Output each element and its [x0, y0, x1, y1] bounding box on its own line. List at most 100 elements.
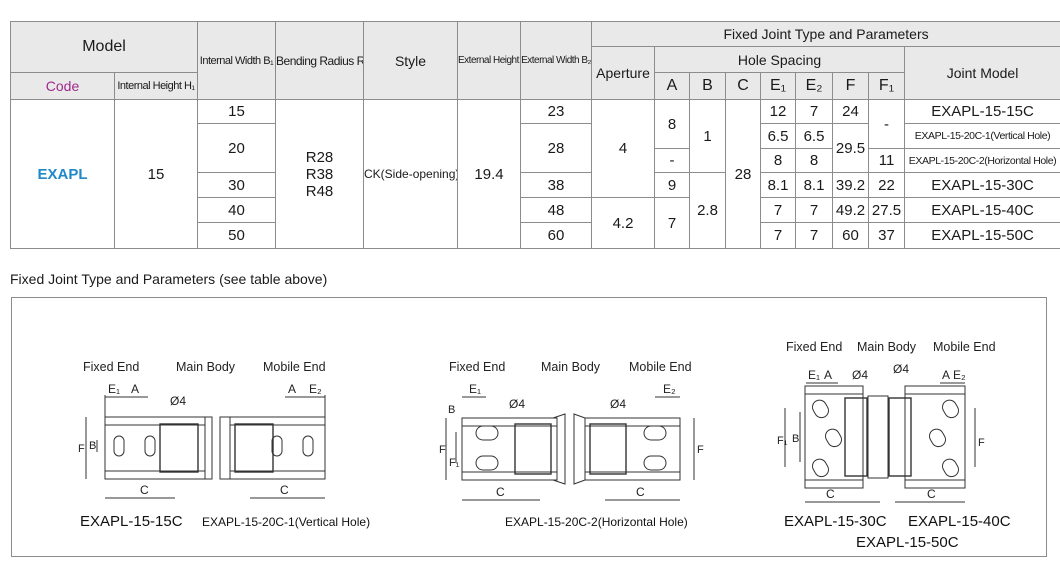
e2-cell: 7 — [795, 222, 834, 249]
label-fixed-end: Fixed End — [786, 340, 842, 354]
diagram-15c: Fixed End Main Body Mobile End E₁ A Ø4 A… — [78, 360, 370, 530]
section-title: Fixed Joint Type and Parameters (see tab… — [10, 271, 328, 287]
internal-height-header: Internal Height H₁ — [113, 72, 199, 100]
label-fixed-end: Fixed End — [449, 360, 505, 374]
col-b-header: B — [689, 72, 727, 100]
e2-cell: 6.5 — [795, 123, 834, 149]
caption-40c: EXAPL-15-40C — [908, 513, 1011, 530]
dim-phi4: Ø4 — [893, 362, 909, 376]
e1-cell: 12 — [760, 99, 797, 124]
b-cell: 2.8 — [689, 172, 727, 249]
caption-20c-1: EXAPL-15-20C-1(Vertical Hole) — [202, 515, 370, 529]
c-cell: 28 — [725, 99, 762, 249]
a-cell: 7 — [654, 197, 691, 249]
aperture-cell: 4.2 — [591, 197, 656, 249]
diagram-30c-50c: Fixed End Main Body Mobile End E₁ A Ø4 Ø… — [777, 340, 1011, 551]
b-cell: 1 — [689, 99, 727, 173]
dim-b: B — [89, 440, 96, 452]
dim-e2: E₂ — [663, 382, 676, 396]
f1-cell: 37 — [868, 222, 906, 249]
external-width-cell: 28 — [520, 123, 593, 173]
code-value: EXAPL — [10, 99, 115, 249]
f1-cell: 11 — [868, 148, 906, 173]
external-width-cell: 23 — [520, 99, 593, 124]
f1-cell: 27.5 — [868, 197, 906, 223]
label-mobile-end: Mobile End — [629, 360, 692, 374]
dim-c: C — [140, 483, 149, 497]
dim-phi4: Ø4 — [852, 368, 868, 382]
spec-table: Model Internal Width B₁ Bending Radius R… — [9, 21, 1060, 249]
external-height-header: External Height H₂ — [457, 21, 522, 100]
external-width-header: External Width B₂ — [520, 21, 593, 100]
col-f1-header: F₁ — [868, 72, 906, 100]
external-width-cell: 48 — [520, 197, 593, 223]
col-f-header: F — [832, 72, 870, 100]
label-main-body: Main Body — [176, 360, 236, 374]
dim-f1: F₁ — [777, 435, 788, 447]
joint-model-cell: EXAPL-15-20C-1(Vertical Hole) — [904, 123, 1060, 149]
dim-a: A — [131, 382, 139, 396]
dim-f: F — [78, 443, 85, 455]
dim-b: B — [448, 404, 455, 416]
model-header: Model — [9, 21, 199, 73]
dim-f: F — [697, 444, 704, 456]
e2-cell: 7 — [795, 99, 834, 124]
caption-15c: EXAPL-15-15C — [80, 513, 183, 530]
external-width-cell: 60 — [520, 222, 593, 249]
f1-cell: 22 — [868, 172, 906, 198]
joint-model-cell: EXAPL-15-40C — [904, 197, 1060, 223]
dim-e1: E₁ — [808, 368, 820, 382]
col-a-header: A — [654, 72, 691, 100]
caption-50c: EXAPL-15-50C — [856, 534, 959, 551]
dim-a: A — [824, 368, 832, 382]
aperture-cell: 4 — [591, 99, 656, 198]
dim-c: C — [927, 487, 936, 501]
dim-phi4: Ø4 — [509, 397, 525, 411]
internal-width-cell: 50 — [197, 222, 277, 249]
aperture-header: Aperture — [591, 46, 656, 100]
dim-f1: F₁ — [449, 457, 460, 469]
label-mobile-end: Mobile End — [933, 340, 996, 354]
dim-e2: E₂ — [309, 382, 322, 396]
external-width-cell: 38 — [520, 172, 593, 198]
a-cell: - — [654, 148, 691, 173]
joint-model-header: Joint Model — [904, 46, 1060, 100]
radius-value: R48 — [305, 182, 334, 200]
caption-20c-2: EXAPL-15-20C-2(Horizontal Hole) — [505, 515, 688, 529]
label-fixed-end: Fixed End — [83, 360, 139, 374]
caption-30c: EXAPL-15-30C — [784, 513, 887, 530]
col-e1-header: E₁ — [760, 72, 797, 100]
dim-a: A — [942, 368, 950, 382]
dim-e1: E₁ — [108, 382, 120, 396]
f-cell: 60 — [832, 222, 870, 249]
diagram-panel — [11, 297, 1047, 557]
code-header: Code — [10, 72, 115, 100]
joint-model-cell: EXAPL-15-20C-2(Horizontal Hole) — [904, 148, 1060, 173]
joint-model-cell: EXAPL-15-30C — [904, 172, 1060, 198]
radius-value: R28 — [305, 148, 334, 166]
dim-e2: E₂ — [953, 368, 966, 382]
internal-width-cell: 30 — [197, 172, 277, 198]
label-mobile-end: Mobile End — [263, 360, 326, 374]
label-main-body: Main Body — [857, 340, 917, 354]
f-cell: 29.5 — [832, 123, 870, 173]
dim-a: A — [288, 382, 296, 396]
dim-e1: E₁ — [469, 382, 481, 396]
radius-value: R38 — [305, 165, 334, 183]
dim-c: C — [496, 485, 505, 499]
e1-cell: 8.1 — [760, 172, 797, 198]
fixed-joint-header: Fixed Joint Type and Parameters — [591, 21, 1060, 47]
internal-width-cell: 40 — [197, 197, 277, 223]
hole-spacing-header: Hole Spacing — [654, 46, 906, 73]
diagram-20c-2: Fixed End Main Body Mobile End E₁ Ø4 Ø4 … — [439, 360, 704, 529]
f-cell: 24 — [832, 99, 870, 124]
dim-phi4: Ø4 — [170, 394, 186, 408]
dim-c: C — [826, 487, 835, 501]
dim-phi4: Ø4 — [610, 397, 626, 411]
dim-b: B — [792, 433, 799, 445]
dim-f: F — [439, 444, 446, 456]
internal-width-cell: 20 — [197, 123, 277, 173]
joint-model-cell: EXAPL-15-50C — [904, 222, 1060, 249]
col-c-header: C — [725, 72, 762, 100]
